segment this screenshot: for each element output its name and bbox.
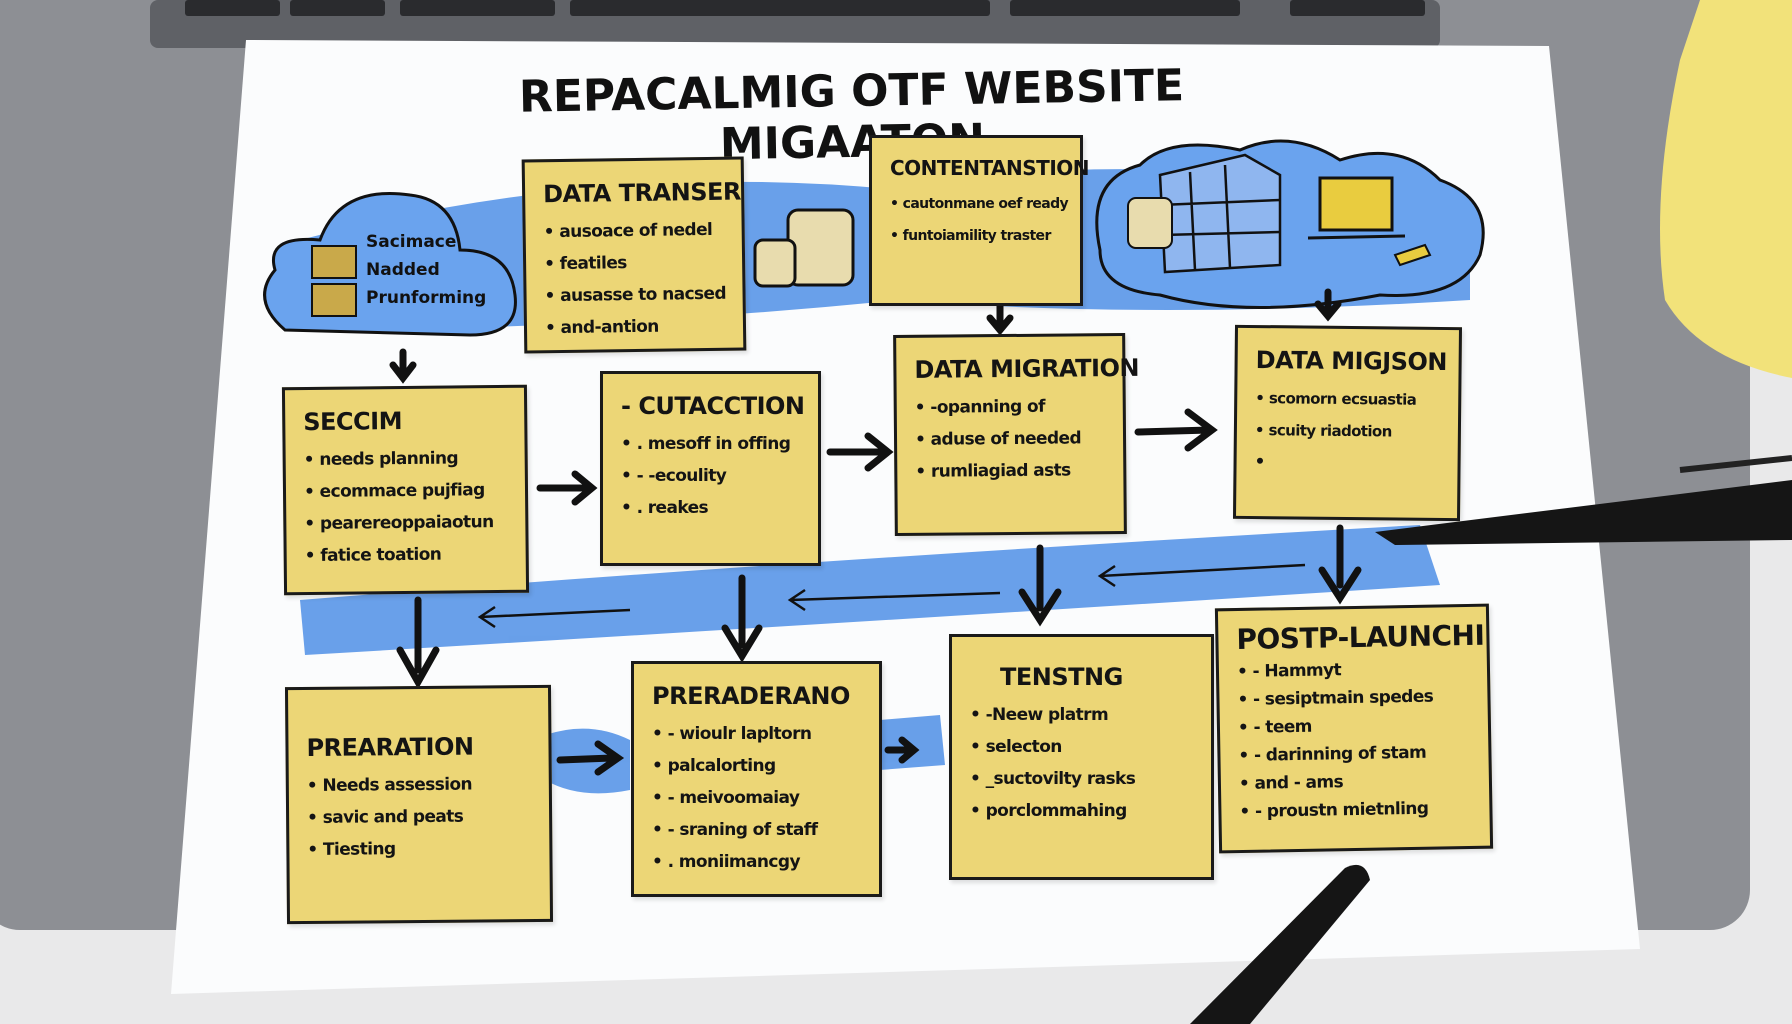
note-item: porclommahing (970, 795, 1195, 827)
note-item: - sesiptmain spedes (1237, 682, 1471, 714)
cloud-line: Prunforming (366, 288, 487, 308)
note-cutacction: - CUTACCTION . mesoff in offing- -ecouli… (600, 371, 821, 566)
note-data-migjson: DATA MIGJSON scomorn ecsuastiascuity ria… (1232, 324, 1463, 522)
note-item: ausoace of nedel (543, 214, 725, 249)
note-title: DATA MIGRATION (914, 353, 1140, 384)
cloud-line: Sacimace (366, 232, 457, 252)
note-title: TENSTNG (1000, 663, 1123, 691)
note-title: PREARATION (306, 732, 474, 762)
note-item (1254, 446, 1441, 480)
keyboard-keys (185, 0, 1425, 16)
note-item: _suctovilty rasks (970, 763, 1195, 795)
note-data-migration: DATA MIGRATION -opanning ofaduse of need… (893, 332, 1140, 537)
cloud-left-text: Sacimace Nadded Prunforming (366, 228, 486, 312)
note-title: POSTP-LAUNCHI (1236, 618, 1485, 657)
note-item: -Neew platrm (970, 699, 1195, 731)
note-item: - sraning of staff (652, 814, 863, 846)
laptop-icon (1307, 176, 1406, 240)
diagram-title: REPACALMIG OTF WEBSITE MIGAATON (518, 60, 1185, 171)
note-item: scomorn ecsuastia (1255, 382, 1442, 416)
note-item: . reakes (621, 492, 802, 524)
note-item: savic and peats (307, 800, 533, 834)
note-item: Tiesting (307, 832, 533, 866)
note-title: CONTENTANSTION (890, 156, 1090, 180)
note-item: selecton (970, 731, 1195, 763)
note-item: and - ams (1239, 766, 1473, 798)
note-postp-launch: POSTP-LAUNCHI - Hammyt- sesiptmain spede… (1214, 603, 1494, 854)
note-content-transition: CONTENTANSTION cautonmane oef readyfunto… (869, 135, 1090, 306)
note-title: PRERADERANO (652, 682, 850, 710)
note-item: - meivoomaiay (652, 782, 863, 814)
coin-stack-icon (753, 208, 855, 288)
note-item: and-antion (545, 310, 727, 345)
note-prearation: PREARATION Needs assessionsavic and peat… (284, 684, 554, 925)
coin-stack-icon (1127, 197, 1173, 249)
note-item: rumliagiad asts (915, 454, 1107, 488)
note-item: funtoiamility traster (890, 220, 1064, 252)
document-icon (311, 245, 357, 317)
note-item: -opanning of (915, 390, 1107, 424)
note-tensting: TENSTNG -Neew platrmselecton_suctovilty … (949, 634, 1214, 880)
note-item: - teem (1238, 710, 1472, 742)
building-icon (1158, 153, 1282, 274)
marker-pen-right (1375, 455, 1792, 545)
note-item: featiles (544, 246, 726, 281)
flow-arrows (389, 288, 1362, 776)
note-data-transfer: DATA TRANSER ausoace of nedelfeatilesaus… (521, 156, 747, 354)
note-item: Needs assession (307, 768, 533, 802)
note-item: cautonmane oef ready (890, 188, 1069, 220)
cloud-line: Nadded (366, 260, 440, 280)
note-seccim: SECCIM needs planningecommace pujfiagpea… (281, 384, 530, 596)
note-item: - darinning of stam (1238, 738, 1472, 770)
note-item: - wioulr lapltorn (652, 718, 863, 750)
note-item: aduse of needed (915, 422, 1107, 456)
card-icon (1393, 243, 1432, 267)
note-item: . moniimancgy (652, 846, 863, 878)
note-item: ausasse to nacsed (544, 278, 726, 313)
note-title: - CUTACCTION (621, 392, 805, 420)
note-title: SECCIM (303, 407, 403, 437)
note-preraderano: PRERADERANO - wioulr lapltornpalcalortin… (631, 661, 882, 897)
note-title: DATA TRANSER (542, 177, 742, 209)
note-item: ecommace pujfiag (304, 474, 509, 508)
note-item: . mesoff in offing (621, 428, 802, 460)
note-item: scuity riadotion (1255, 414, 1442, 448)
note-item: needs planning (304, 442, 509, 476)
yellow-cup (1660, 0, 1792, 378)
note-item: - Hammyt (1237, 654, 1471, 686)
return-arrows (477, 563, 1306, 629)
note-item: - -ecoulity (621, 460, 802, 492)
note-title: DATA MIGJSON (1255, 346, 1448, 377)
note-item: pearereoppaiaotun (304, 506, 509, 540)
note-item: - proustn mietnling (1239, 794, 1473, 826)
marker-pen-bottom (1190, 864, 1370, 1024)
note-item: palcalorting (652, 750, 863, 782)
note-item: fatice toation (305, 538, 510, 572)
